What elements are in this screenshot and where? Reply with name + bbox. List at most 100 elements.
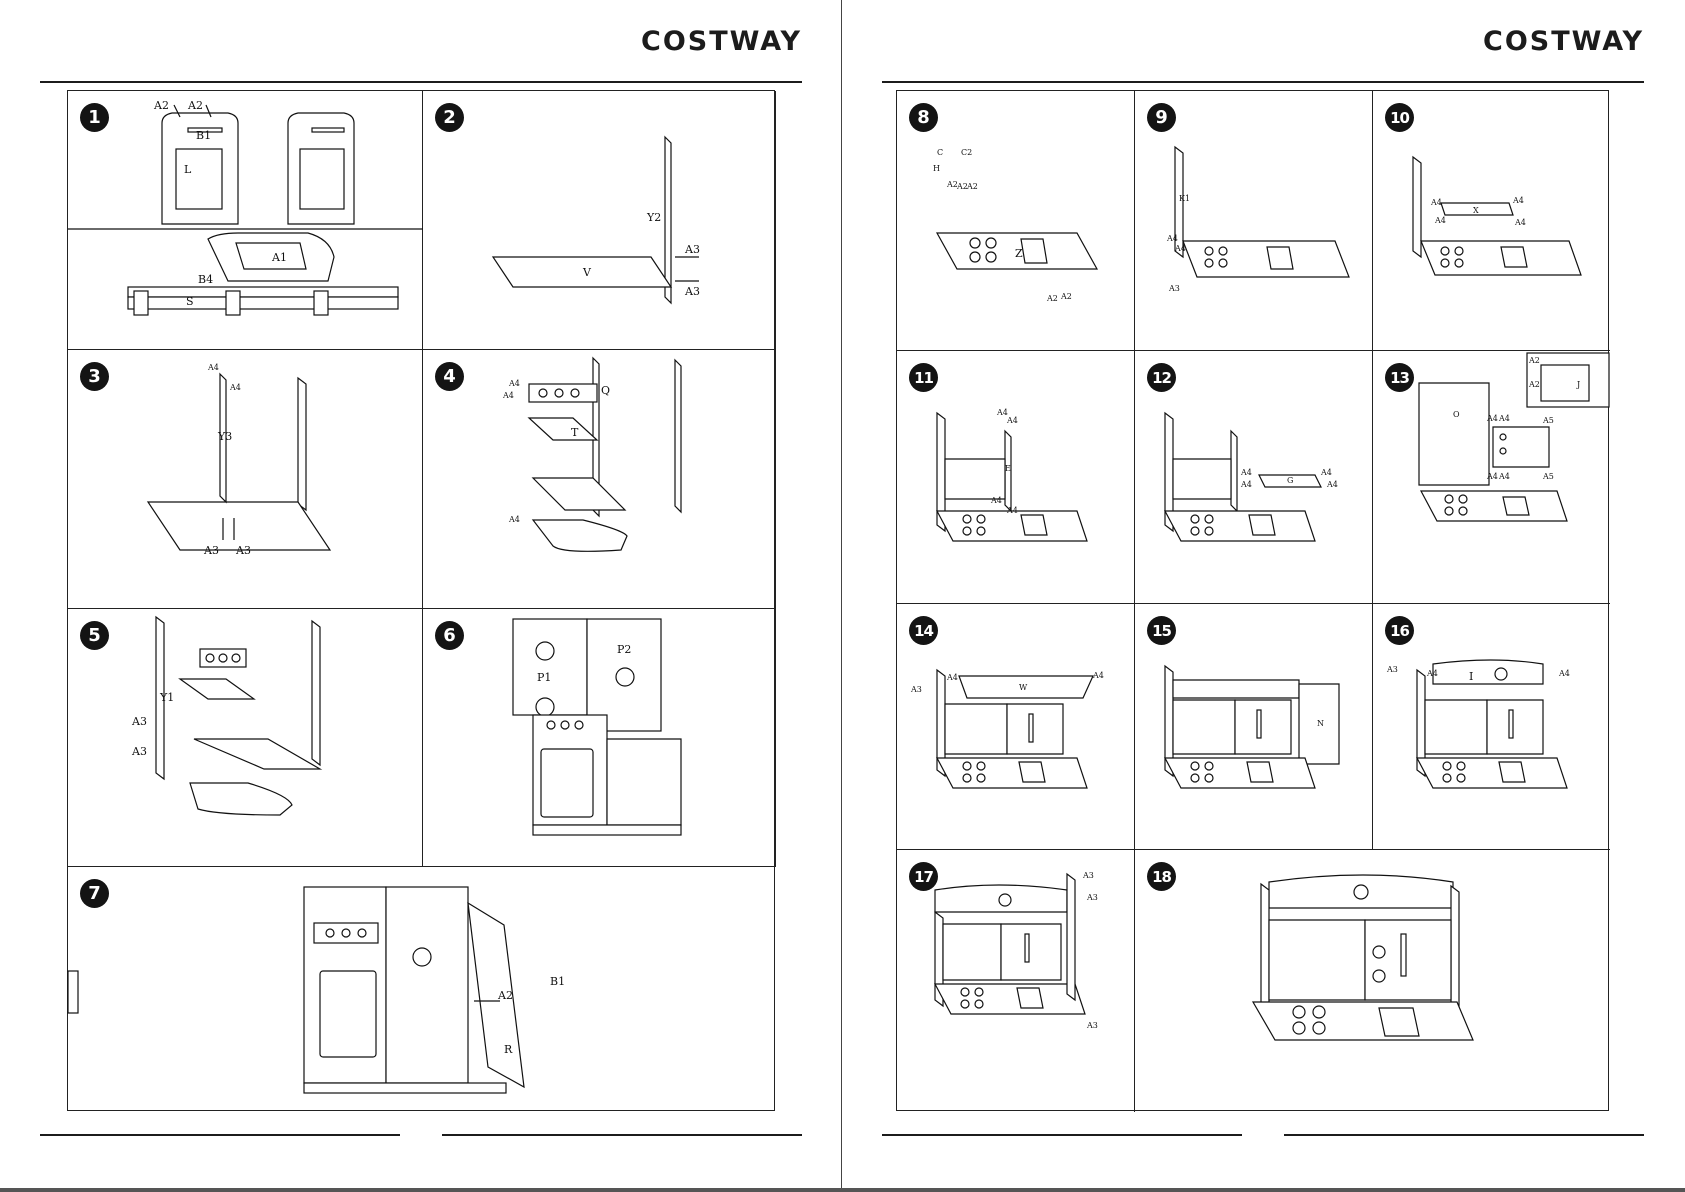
step-number-badge: 8 (909, 103, 938, 132)
step-5-panel: 5 Y1 A3 A3 (68, 609, 423, 867)
step-18-panel: 18 (1135, 850, 1610, 1112)
svg-text:A3: A3 (910, 685, 922, 694)
step-15-panel: 15 N (1135, 604, 1373, 850)
step-17-panel: 17 A3 A3 A3 (897, 850, 1135, 1112)
svg-text:C2: C2 (961, 148, 972, 157)
svg-text:A4: A4 (946, 673, 958, 682)
svg-text:P2: P2 (617, 643, 631, 656)
svg-text:Y3: Y3 (217, 430, 232, 443)
svg-text:Q: Q (601, 384, 610, 397)
step-13-panel: 13 A2 A2 J O A4 A4 A5 A4 A4 A5 (1373, 351, 1610, 604)
svg-text:B4: B4 (198, 273, 213, 286)
svg-text:K1: K1 (1179, 194, 1190, 203)
step-number-badge: 6 (435, 621, 464, 650)
footer-rule-left (882, 1134, 1242, 1136)
step-number-badge: 7 (80, 879, 109, 908)
svg-text:A2: A2 (187, 99, 203, 112)
svg-text:A4: A4 (1498, 472, 1510, 481)
manual-page-right: COSTWAY 8 C C2 H A2 A2 A2 Z A2 A2 9 (842, 0, 1683, 1192)
header-rule (40, 81, 802, 83)
step-number-badge: 10 (1385, 103, 1414, 132)
svg-text:A3: A3 (203, 544, 219, 557)
svg-text:A3: A3 (684, 243, 700, 256)
step-number-badge: 3 (80, 362, 109, 391)
step-10-diagram: A4 A4 X A4 A4 (1373, 91, 1610, 350)
svg-text:A4: A4 (1426, 669, 1438, 678)
svg-text:A4: A4 (1498, 414, 1510, 423)
svg-text:A3: A3 (1086, 1021, 1098, 1030)
step-number-badge: 18 (1147, 862, 1176, 891)
step-9-panel: 9 K1 A4 A4 A3 (1135, 91, 1373, 351)
svg-text:A3: A3 (131, 745, 147, 758)
svg-text:B1: B1 (196, 129, 211, 142)
svg-text:A3: A3 (1082, 871, 1094, 880)
svg-text:A4: A4 (1166, 234, 1178, 243)
step-11-panel: 11 A4 A4 E A4 A4 (897, 351, 1135, 604)
step-8-diagram: C C2 H A2 A2 A2 Z A2 A2 (897, 91, 1134, 350)
svg-text:A4: A4 (1326, 480, 1338, 489)
svg-text:X: X (1473, 206, 1479, 215)
svg-text:A4: A4 (502, 391, 514, 400)
svg-text:A4: A4 (1514, 218, 1526, 227)
svg-text:A2: A2 (1528, 380, 1540, 389)
step-2-diagram: Y2 V A3 A3 (423, 91, 775, 349)
step-7-panel: 7 B1 A2 R (68, 867, 776, 1112)
svg-text:A4: A4 (1434, 216, 1446, 225)
svg-text:R: R (504, 1043, 513, 1056)
step-number-badge: 2 (435, 103, 464, 132)
svg-text:V: V (582, 266, 592, 279)
svg-text:A4: A4 (1092, 671, 1104, 680)
svg-text:A3: A3 (235, 544, 251, 557)
svg-text:A3: A3 (1386, 665, 1398, 674)
svg-text:I: I (1469, 670, 1473, 683)
step-number-badge: 15 (1147, 616, 1176, 645)
svg-text:A4: A4 (1558, 669, 1570, 678)
svg-text:A3: A3 (684, 285, 700, 298)
step-1-diagram: A2 A2 B1 L A1 B4 S (68, 91, 422, 349)
step-1-panel: 1 A2 A2 B1 L (68, 91, 423, 350)
svg-text:A2: A2 (497, 989, 513, 1002)
svg-text:T: T (571, 426, 579, 439)
step-17-diagram: A3 A3 A3 (897, 850, 1134, 1112)
svg-text:A4: A4 (1512, 196, 1524, 205)
svg-text:W: W (1019, 683, 1028, 692)
step-number-badge: 12 (1147, 363, 1176, 392)
svg-text:A2: A2 (966, 182, 978, 191)
steps-grid-right: 8 C C2 H A2 A2 A2 Z A2 A2 9 (896, 90, 1609, 1111)
svg-text:O: O (1453, 410, 1460, 419)
manual-page-left: COSTWAY 1 A2 A2 B1 L (0, 0, 841, 1192)
svg-text:A2: A2 (1528, 356, 1540, 365)
step-3-diagram: A4 A4 Y3 A3 A3 (68, 350, 422, 608)
svg-text:B1: B1 (550, 975, 565, 988)
step-number-badge: 9 (1147, 103, 1176, 132)
svg-text:A5: A5 (1542, 416, 1554, 425)
step-number-badge: 5 (80, 621, 109, 650)
header-rule (882, 81, 1644, 83)
svg-text:A3: A3 (1086, 893, 1098, 902)
step-number-badge: 4 (435, 362, 464, 391)
svg-text:A4: A4 (1240, 480, 1252, 489)
svg-text:A4: A4 (1486, 472, 1498, 481)
svg-text:A3: A3 (1168, 284, 1180, 293)
svg-text:A4: A4 (229, 383, 241, 392)
step-12-panel: 12 A4 A4 G A4 A4 (1135, 351, 1373, 604)
bottom-edge (0, 1188, 1685, 1192)
svg-text:A1: A1 (271, 251, 287, 264)
svg-text:A4: A4 (1240, 468, 1252, 477)
step-number-badge: 17 (909, 862, 938, 891)
svg-text:A4: A4 (508, 379, 520, 388)
svg-text:A4: A4 (207, 363, 219, 372)
costway-logo: COSTWAY (1483, 26, 1644, 57)
step-16-panel: 16 A3 A4 I A4 (1373, 604, 1610, 850)
step-4-diagram: A4 A4 Q T A4 (423, 350, 775, 608)
svg-text:N: N (1317, 719, 1324, 728)
svg-text:Y2: Y2 (646, 211, 661, 224)
svg-text:S: S (186, 295, 194, 308)
svg-text:A4: A4 (1430, 198, 1442, 207)
step-7-diagram: B1 A2 R (68, 867, 776, 1112)
step-8-panel: 8 C C2 H A2 A2 A2 Z A2 A2 (897, 91, 1135, 351)
step-4-panel: 4 A4 A4 Q T A4 (423, 350, 776, 609)
svg-text:H: H (933, 164, 940, 173)
step-6-diagram: P1 P2 (423, 609, 775, 866)
step-14-panel: 14 A3 A4 W A4 (897, 604, 1135, 850)
